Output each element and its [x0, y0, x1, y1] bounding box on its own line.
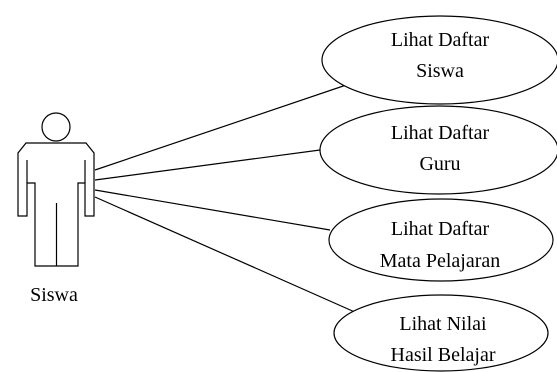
use-case-label-line2: Guru	[419, 153, 460, 175]
use-case-lihat-daftar-mata-pelajaran[interactable]: Lihat Daftar Mata Pelajaran	[328, 198, 554, 282]
actor-head	[41, 112, 71, 142]
actor-name: Siswa	[30, 284, 78, 306]
use-case-label-line2: Siswa	[416, 60, 464, 82]
use-case-ellipse	[321, 15, 557, 105]
use-case-lihat-daftar-siswa[interactable]: Lihat Daftar Siswa	[321, 15, 557, 105]
association-line-lihat-nilai-hasil-belajar	[94, 196, 358, 314]
use-case-lihat-nilai-hasil-belajar[interactable]: Lihat Nilai Hasil Belajar	[333, 294, 549, 372]
use-case-label-line1: Lihat Daftar	[391, 29, 490, 51]
association-line-lihat-daftar-mata-pelajaran	[94, 189, 331, 231]
associations	[94, 79, 362, 314]
use-case-ellipse	[319, 105, 557, 195]
use-case-label-line1: Lihat Daftar	[391, 122, 490, 144]
association-line-lihat-daftar-guru	[94, 149, 321, 181]
use-case-ellipse	[328, 198, 554, 282]
use-case-ellipse	[333, 294, 549, 372]
use-case-label-line2: Mata Pelajaran	[380, 250, 501, 272]
use-case-label-line1: Lihat Nilai	[399, 313, 487, 335]
association-line-lihat-daftar-siswa	[94, 79, 362, 171]
actor-siswa[interactable]	[17, 112, 95, 267]
use-case-label-line1: Lihat Daftar	[391, 218, 490, 240]
use-case-label-line2: Hasil Belajar	[391, 344, 496, 366]
use-case-lihat-daftar-guru[interactable]: Lihat Daftar Guru	[319, 105, 557, 195]
